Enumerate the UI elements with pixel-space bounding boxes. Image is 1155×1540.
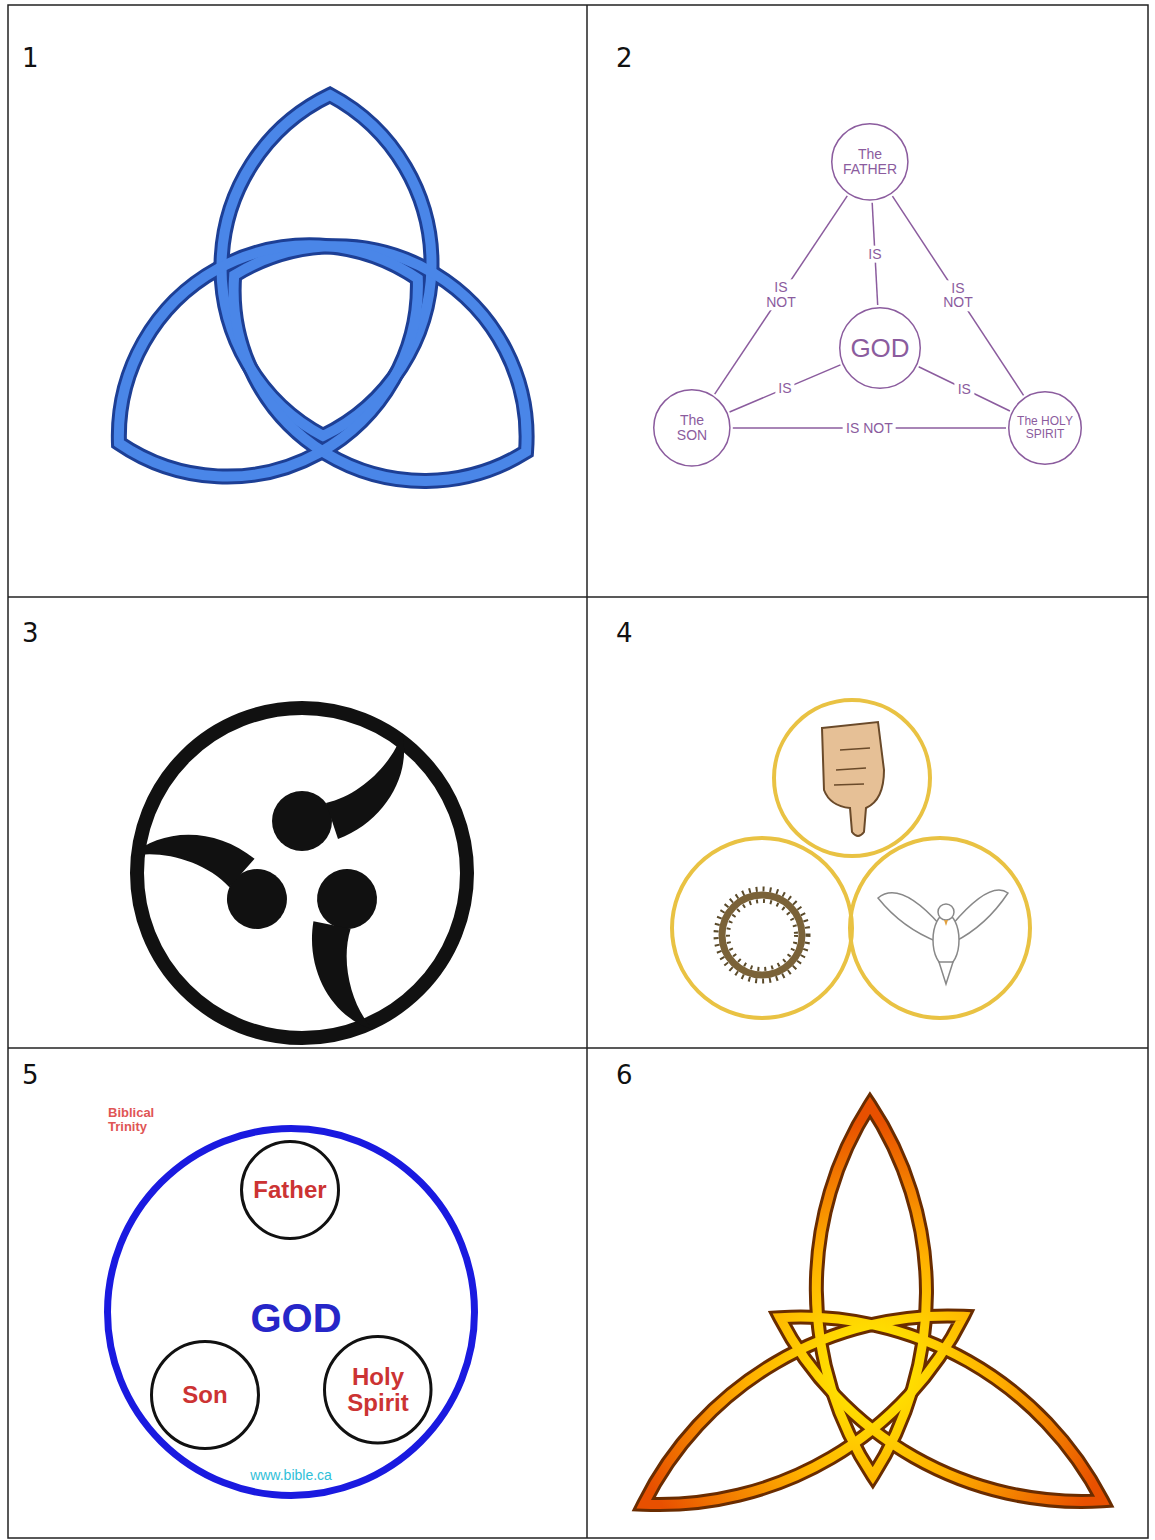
panel-number: 4 — [616, 620, 633, 647]
edge-label: IS — [865, 246, 884, 263]
edge-label: IS — [775, 380, 794, 397]
watermark: www.bible.ca — [248, 1468, 334, 1483]
panel-number: 5 — [22, 1062, 39, 1089]
trinity-circle: The HOLY SPIRIT — [1008, 391, 1082, 465]
circle-label: The FATHER — [841, 147, 899, 178]
diagram-heading: Biblical Trinity — [108, 1106, 168, 1133]
connector-line — [730, 365, 841, 412]
hand-icon — [822, 722, 884, 836]
swirl-emblem — [130, 708, 467, 1038]
circle-label: The SON — [663, 413, 721, 444]
panel-number: 6 — [616, 1062, 633, 1089]
blue-triquetra — [68, 95, 580, 540]
connector-line — [715, 196, 848, 394]
circle-label: GOD — [850, 334, 909, 363]
trinity-circle: The FATHER — [831, 123, 909, 201]
crown-of-thorns — [716, 889, 808, 981]
table-grid — [8, 5, 1148, 1538]
connector-line — [919, 367, 1010, 411]
edge-label: IS NOT — [763, 279, 799, 310]
trinity-circle: Son — [150, 1340, 260, 1450]
symbol-circles — [672, 700, 1030, 1018]
trinity-circle: Holy Spirit — [323, 1335, 433, 1445]
panel-number: 3 — [22, 620, 39, 647]
dove-icon — [878, 890, 1008, 984]
circle-label: Holy Spirit — [337, 1364, 419, 1417]
orange-triquetra — [615, 1105, 1129, 1540]
circle-label: The HOLY SPIRIT — [1017, 415, 1073, 441]
panel-number: 2 — [616, 45, 633, 72]
edge-label: IS — [955, 381, 974, 398]
trinity-circle: GOD FatherSon Holy Spirit — [104, 1125, 478, 1499]
trinity-circle: The SON — [653, 389, 731, 467]
edge-label: IS NOT — [940, 280, 976, 311]
trinity-circle: Father — [240, 1140, 340, 1240]
panel-number: 1 — [22, 45, 39, 72]
circle-label: GOD — [250, 1296, 341, 1340]
circle-label: Son — [182, 1382, 227, 1408]
connector-line — [892, 196, 1023, 395]
trinity-circle: GOD — [839, 307, 921, 389]
edge-label: IS NOT — [843, 420, 896, 437]
circle-label: Father — [253, 1177, 326, 1203]
